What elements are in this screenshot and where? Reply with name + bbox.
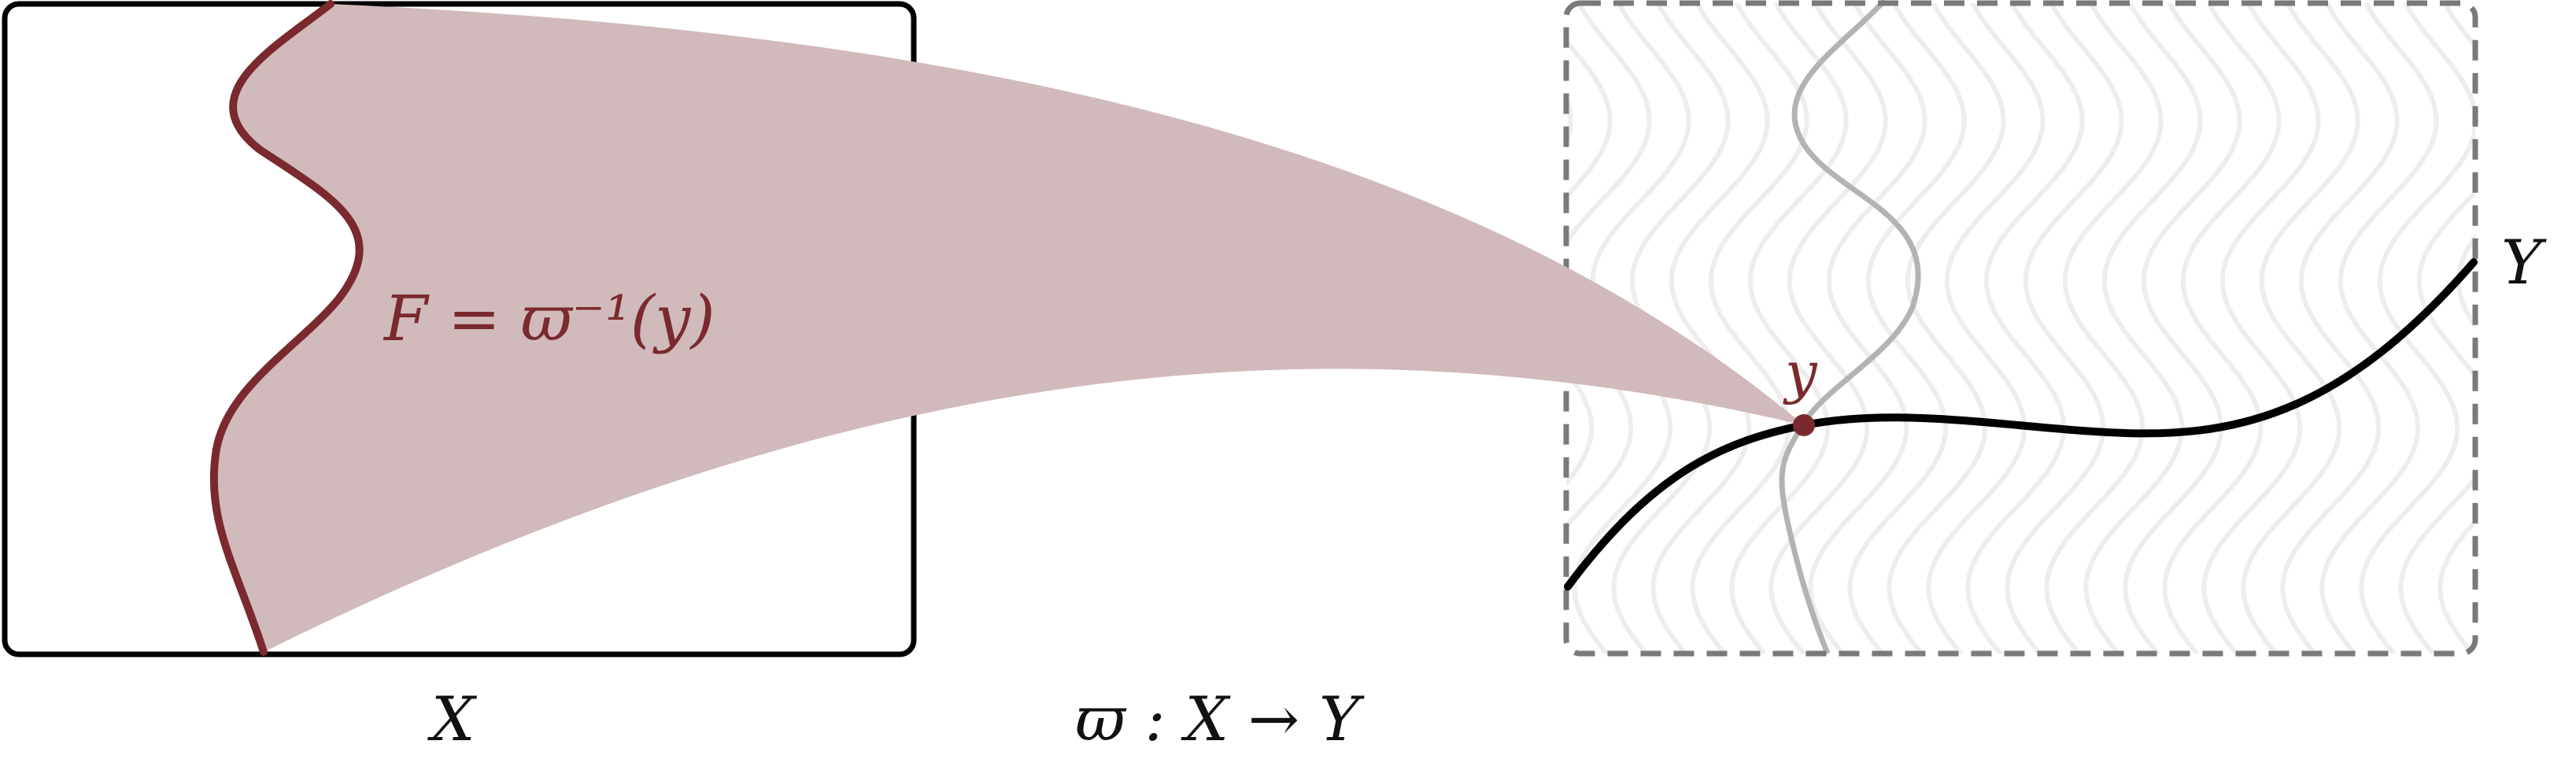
- foliation-leaf: [2359, 3, 2475, 654]
- point-y: [1793, 414, 1815, 436]
- foliation-leaf: [2319, 3, 2439, 654]
- foliation-leaf: [1926, 3, 2046, 654]
- map-label: ϖ : X → Y: [1075, 684, 1365, 755]
- foliation-leaf: [2123, 3, 2242, 654]
- point-label: y: [1783, 339, 1818, 406]
- foliation-leaf: [2280, 3, 2400, 654]
- foliation-leaf: [1965, 3, 2085, 654]
- foliation-leaf: [2162, 3, 2282, 654]
- foliation-leaf: [1847, 3, 1967, 654]
- foliation-leaf: [1690, 3, 1809, 654]
- foliation-leaf: [2005, 3, 2124, 654]
- foliation-leaf: [1650, 3, 1770, 654]
- base-curve: [1564, 258, 2478, 591]
- fiber-label: F = ϖ⁻¹(y): [383, 282, 715, 355]
- foliation-leaf: [1566, 3, 1613, 654]
- foliation-leaf: [1808, 3, 1927, 654]
- space-y-label: Y: [2501, 228, 2547, 298]
- foliation-leaf: [2398, 3, 2475, 654]
- foliation-leaf: [2044, 3, 2164, 654]
- foliation-leaf: [2241, 3, 2360, 654]
- highlighted-leaf: [1779, 0, 1921, 655]
- foliation-leaf: [1887, 3, 2006, 654]
- foliation-leaf: [1768, 3, 1888, 654]
- foliation-leaves: [1566, 3, 2475, 654]
- foliation-leaf: [2201, 3, 2321, 654]
- fiber-wedge: [213, 4, 1804, 652]
- fiber-curve: [209, 0, 364, 656]
- foliation-leaf: [2083, 3, 2203, 654]
- foliation-region: [1566, 3, 2475, 654]
- foliation-leaf: [2437, 3, 2475, 654]
- space-x-label: X: [427, 684, 478, 755]
- foliation-leaf: [1729, 3, 1849, 654]
